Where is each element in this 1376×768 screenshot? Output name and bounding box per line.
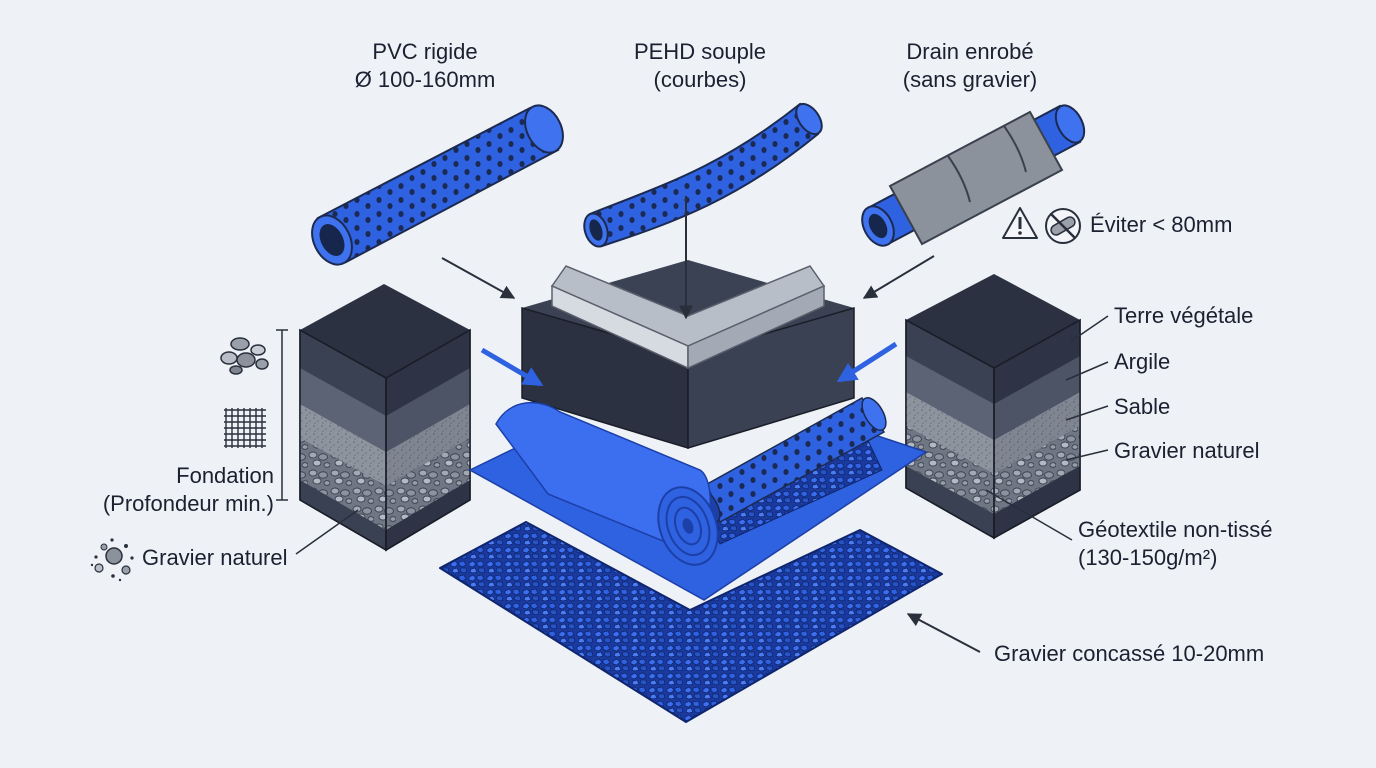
drain-label: Drain enrobé (sans gravier) — [880, 38, 1060, 94]
natural-gravel-left-label: Gravier naturel — [142, 545, 288, 570]
layer-label-topsoil: Terre végétale — [1114, 303, 1254, 328]
crushed-gravel-label: Gravier concassé 10-20mm — [994, 641, 1265, 666]
warning-icon — [1002, 207, 1038, 239]
leader-lines — [276, 315, 1109, 555]
soil-block-left — [299, 284, 471, 552]
gravel-dots-icon — [90, 538, 134, 582]
warning-text: Éviter < 80mm — [1090, 212, 1233, 237]
no-small-pipe-icon — [1045, 208, 1081, 244]
drain-pipe — [861, 104, 1086, 247]
drain-label-line2: (sans gravier) — [902, 67, 1038, 92]
pehd-label-line1: PEHD souple — [633, 39, 767, 64]
layer-label-sand: Sable — [1114, 394, 1171, 419]
stones-icon — [220, 337, 269, 375]
geotextile-label-line1: Géotextile non-tissé — [1078, 517, 1273, 542]
layer-label-clay: Argile — [1114, 349, 1171, 374]
crushed-gravel-bed — [439, 521, 943, 723]
layer-label-gravel: Gravier naturel — [1114, 438, 1260, 463]
geotextile-label: Géotextile non-tissé (130-150g/m²) — [1078, 516, 1272, 572]
foundation-label-line1: Fondation — [176, 463, 274, 488]
geotextile-label-line2: (130-150g/m²) — [1078, 545, 1218, 570]
foundation-label-line2: (Profondeur min.) — [102, 491, 274, 516]
pvc-label-line2: Ø 100-160mm — [354, 67, 496, 92]
geotextile-roll — [495, 401, 719, 566]
pehd-pipe — [583, 102, 823, 248]
pehd-label-line2: (courbes) — [653, 67, 747, 92]
arrows — [441, 196, 981, 653]
drain-label-line1: Drain enrobé — [906, 39, 1034, 64]
soil-block-right — [905, 274, 1081, 540]
pvc-label: PVC rigide Ø 100-160mm — [340, 38, 510, 94]
pehd-label: PEHD souple (courbes) — [610, 38, 790, 94]
pvc-label-line1: PVC rigide — [372, 39, 478, 64]
foundation-label: Fondation (Profondeur min.) — [80, 462, 274, 518]
mesh-icon — [224, 408, 266, 448]
pvc-pipe — [311, 104, 564, 266]
